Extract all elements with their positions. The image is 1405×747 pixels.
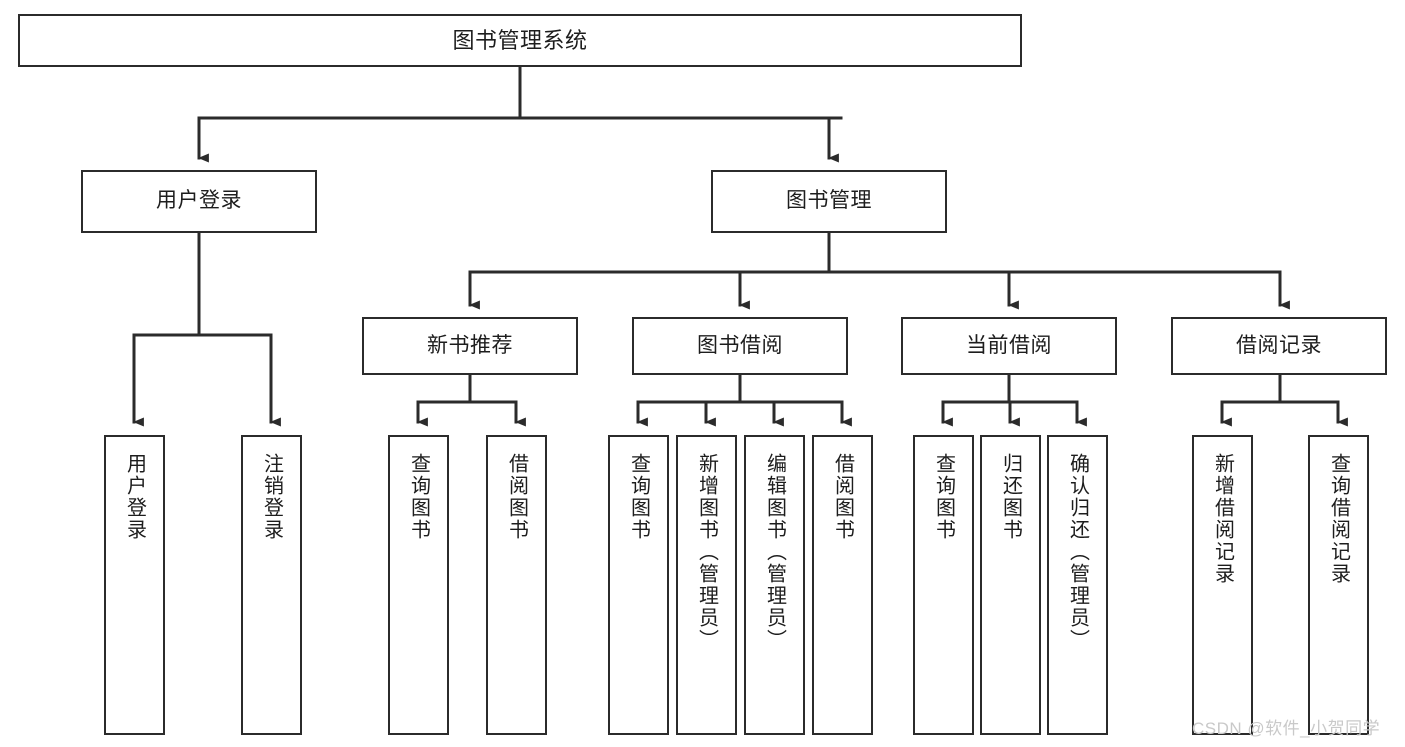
node-book-borrow[interactable]: 图书借阅 (632, 317, 848, 375)
node-borrow-record-label: 借阅记录 (1236, 333, 1322, 357)
node-leaf-add-record-label: 新增借阅记录 (1211, 453, 1234, 585)
node-leaf-borrow-book-1[interactable]: 借阅图书 (486, 435, 547, 735)
node-leaf-query-book-3-label: 查询图书 (932, 453, 955, 541)
node-leaf-return-book-label: 归还图书 (999, 453, 1022, 541)
node-leaf-confirm-return[interactable]: 确认归还（管理员） (1047, 435, 1108, 735)
node-new-book-recommend-label: 新书推荐 (427, 333, 513, 357)
node-leaf-query-book-1-label: 查询图书 (407, 453, 430, 541)
node-leaf-add-book[interactable]: 新增图书（管理员） (676, 435, 737, 735)
node-root[interactable]: 图书管理系统 (18, 14, 1022, 67)
node-leaf-edit-book[interactable]: 编辑图书（管理员） (744, 435, 805, 735)
node-leaf-edit-book-label: 编辑图书（管理员） (763, 453, 786, 651)
node-leaf-borrow-book-2[interactable]: 借阅图书 (812, 435, 873, 735)
node-leaf-query-book-1[interactable]: 查询图书 (388, 435, 449, 735)
node-leaf-add-book-label: 新增图书（管理员） (695, 453, 718, 651)
node-leaf-borrow-book-2-label: 借阅图书 (831, 453, 854, 541)
node-borrow-record[interactable]: 借阅记录 (1171, 317, 1387, 375)
node-new-book-recommend[interactable]: 新书推荐 (362, 317, 578, 375)
node-leaf-borrow-book-1-label: 借阅图书 (505, 453, 528, 541)
node-root-label: 图书管理系统 (452, 27, 588, 53)
node-book-manage-label: 图书管理 (786, 189, 872, 213)
csdn-watermark: CSDN @软件_小贺同学 (1192, 719, 1381, 738)
node-leaf-query-book-2-label: 查询图书 (627, 453, 650, 541)
node-leaf-confirm-return-label: 确认归还（管理员） (1066, 453, 1089, 651)
node-user-login[interactable]: 用户登录 (81, 170, 317, 233)
node-leaf-query-book-3[interactable]: 查询图书 (913, 435, 974, 735)
node-leaf-query-record[interactable]: 查询借阅记录 (1308, 435, 1369, 735)
node-leaf-logout-label: 注销登录 (260, 453, 283, 541)
node-book-borrow-label: 图书借阅 (697, 333, 783, 357)
node-leaf-user-login[interactable]: 用户登录 (104, 435, 165, 735)
node-user-login-label: 用户登录 (156, 189, 242, 213)
node-current-borrow-label: 当前借阅 (966, 333, 1052, 357)
node-leaf-user-login-label: 用户登录 (123, 453, 146, 541)
node-leaf-return-book[interactable]: 归还图书 (980, 435, 1041, 735)
node-current-borrow[interactable]: 当前借阅 (901, 317, 1117, 375)
node-leaf-logout[interactable]: 注销登录 (241, 435, 302, 735)
node-leaf-add-record[interactable]: 新增借阅记录 (1192, 435, 1253, 735)
node-leaf-query-book-2[interactable]: 查询图书 (608, 435, 669, 735)
node-leaf-query-record-label: 查询借阅记录 (1327, 453, 1350, 585)
node-book-manage[interactable]: 图书管理 (711, 170, 947, 233)
